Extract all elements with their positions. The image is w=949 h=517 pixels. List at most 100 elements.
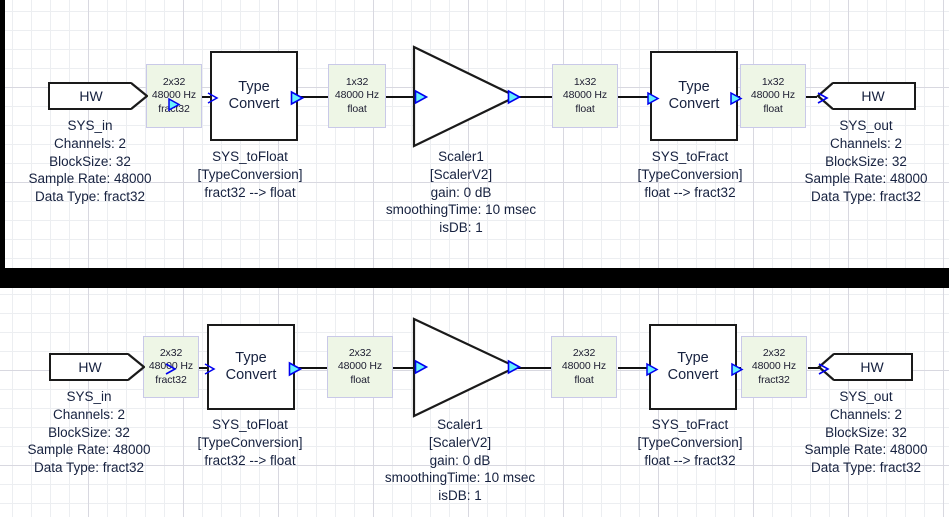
wire-conv1-to-label2 (290, 367, 328, 369)
caption-name: SYS_toFract (651, 417, 729, 432)
signal-label-4[interactable]: 2x32 48000 Hz fract32 (741, 336, 807, 398)
hw-input-label: HW (79, 88, 103, 104)
caption-name: SYS_toFloat (212, 149, 288, 164)
block-title-line1: Type (678, 78, 710, 95)
block-title-line2: Convert (228, 96, 280, 112)
caption-sys-out: SYS_out Channels: 2 BlockSize: 32 Sample… (804, 117, 927, 206)
wire-scaler-to-label3 (515, 96, 553, 98)
signal-label-2[interactable]: 2x32 48000 Hz float (327, 336, 393, 398)
caption-prop3: Data Type: fract32 (810, 189, 922, 205)
caption-type: [TypeConversion] (197, 434, 303, 450)
signal-dims: 2x32 (159, 346, 183, 359)
caption-name: SYS_in (67, 118, 113, 133)
signal-rate: 48000 Hz (334, 89, 380, 102)
signal-dims: 2x32 (348, 346, 372, 359)
caption-name: Scaler1 (437, 417, 483, 432)
block-title-line2: Convert (668, 96, 720, 112)
caption-type: [TypeConversion] (637, 434, 743, 450)
hw-output-notch (816, 82, 833, 110)
block-scaler1[interactable] (411, 316, 522, 420)
hw-input-notch (131, 82, 148, 110)
left-black-strip (0, 0, 5, 268)
caption-sys-tofract: SYS_toFract [TypeConversion] float --> f… (637, 416, 742, 469)
block-sys-tofract[interactable]: Type Convert (646, 324, 744, 410)
hw-output-label: HW (861, 88, 885, 104)
signal-label-2[interactable]: 1x32 48000 Hz float (328, 64, 386, 128)
hw-output-block[interactable]: HW (817, 353, 913, 381)
block-sys-tofloat[interactable]: Type Convert (207, 51, 305, 141)
signal-rate: 48000 Hz (561, 360, 607, 373)
caption-prop0: Channels: 2 (829, 406, 903, 422)
caption-prop2: Sample Rate: 48000 (804, 171, 928, 187)
signal-dims: 2x32 (762, 346, 786, 359)
caption-sys-tofloat: SYS_toFloat [TypeConversion] fract32 -->… (197, 416, 302, 469)
signal-dtype: float (350, 373, 370, 386)
block-title-line2: Convert (667, 367, 719, 383)
block-title-line1: Type (677, 349, 709, 366)
hw-output-block[interactable]: HW (816, 82, 916, 110)
caption-prop0: Channels: 2 (53, 135, 127, 151)
caption-prop2: isDB: 1 (438, 488, 482, 504)
signal-label-3[interactable]: 2x32 48000 Hz float (551, 336, 617, 398)
diagram-canvas-top[interactable]: HW 2x32 48000 Hz fract32 Type Convert (5, 0, 949, 268)
caption-prop3: Data Type: fract32 (810, 460, 922, 476)
caption-prop0: gain: 0 dB (429, 452, 491, 468)
signal-dtype: fract32 (155, 373, 187, 386)
signal-label-1[interactable]: 2x32 48000 Hz fract32 (146, 64, 202, 128)
caption-sys-out: SYS_out Channels: 2 BlockSize: 32 Sample… (804, 388, 927, 477)
signal-label-3[interactable]: 1x32 48000 Hz float (552, 64, 618, 128)
caption-name: SYS_toFract (651, 149, 729, 164)
block-sys-tofract[interactable]: Type Convert (647, 51, 743, 141)
caption-detail: fract32 --> float (204, 184, 296, 200)
wire-label3-to-conv2 (618, 367, 650, 369)
hw-input-label: HW (78, 359, 102, 375)
wire-label3-to-conv2 (617, 96, 651, 98)
signal-dtype: float (575, 102, 595, 115)
block-scaler1[interactable] (411, 44, 522, 150)
caption-detail: float --> fract32 (644, 452, 736, 468)
block-sys-tofloat[interactable]: Type Convert (204, 324, 303, 410)
hw-input-block[interactable]: HW (49, 353, 177, 381)
panel-separator-bar (0, 268, 949, 288)
signal-dims: 1x32 (345, 75, 369, 88)
caption-name: SYS_out (839, 389, 893, 404)
caption-prop3: Data Type: fract32 (34, 189, 146, 205)
block-title-line1: Type (235, 349, 267, 366)
caption-scaler1: Scaler1 [ScalerV2] gain: 0 dB smoothingT… (386, 148, 536, 237)
caption-prop1: smoothingTime: 10 msec (384, 470, 536, 486)
block-title-line2: Convert (225, 367, 277, 383)
signal-dims: 1x32 (573, 75, 597, 88)
block-title-line1: Type (238, 78, 270, 95)
wire-label4-to-out (808, 367, 820, 369)
wire-conv1-to-label2 (293, 96, 329, 98)
caption-type: [TypeConversion] (197, 166, 303, 182)
signal-dtype: float (763, 102, 783, 115)
caption-prop1: smoothingTime: 10 msec (385, 202, 537, 218)
caption-name: SYS_in (66, 389, 112, 404)
signal-label-4[interactable]: 1x32 48000 Hz float (740, 64, 806, 128)
hw-input-notch (128, 353, 145, 381)
wire-label2-to-scaler (385, 96, 413, 98)
hw-output-label: HW (860, 359, 884, 375)
caption-prop1: BlockSize: 32 (48, 424, 130, 440)
signal-dims: 2x32 (572, 346, 596, 359)
caption-type: [TypeConversion] (637, 166, 743, 182)
hw-input-block[interactable]: HW (48, 82, 181, 112)
caption-prop0: gain: 0 dB (430, 184, 492, 200)
caption-prop1: BlockSize: 32 (49, 153, 131, 169)
hw-output-notch (817, 353, 834, 381)
caption-prop2: Sample Rate: 48000 (27, 442, 151, 458)
caption-prop3: Data Type: fract32 (33, 460, 145, 476)
caption-prop2: isDB: 1 (439, 220, 483, 236)
caption-type: [ScalerV2] (428, 434, 492, 450)
caption-sys-tofract: SYS_toFract [TypeConversion] float --> f… (637, 148, 742, 201)
signal-rate: 48000 Hz (750, 89, 796, 102)
caption-scaler1: Scaler1 [ScalerV2] gain: 0 dB smoothingT… (385, 416, 535, 505)
caption-sys-in: SYS_in Channels: 2 BlockSize: 32 Sample … (27, 388, 150, 477)
caption-prop1: BlockSize: 32 (825, 153, 907, 169)
signal-rate: 48000 Hz (751, 360, 797, 373)
diagram-canvas-bottom[interactable]: HW 2x32 48000 Hz fract32 Type Convert (0, 288, 949, 517)
wire-label1-to-conv1 (198, 367, 210, 369)
caption-prop0: Channels: 2 (829, 135, 903, 151)
